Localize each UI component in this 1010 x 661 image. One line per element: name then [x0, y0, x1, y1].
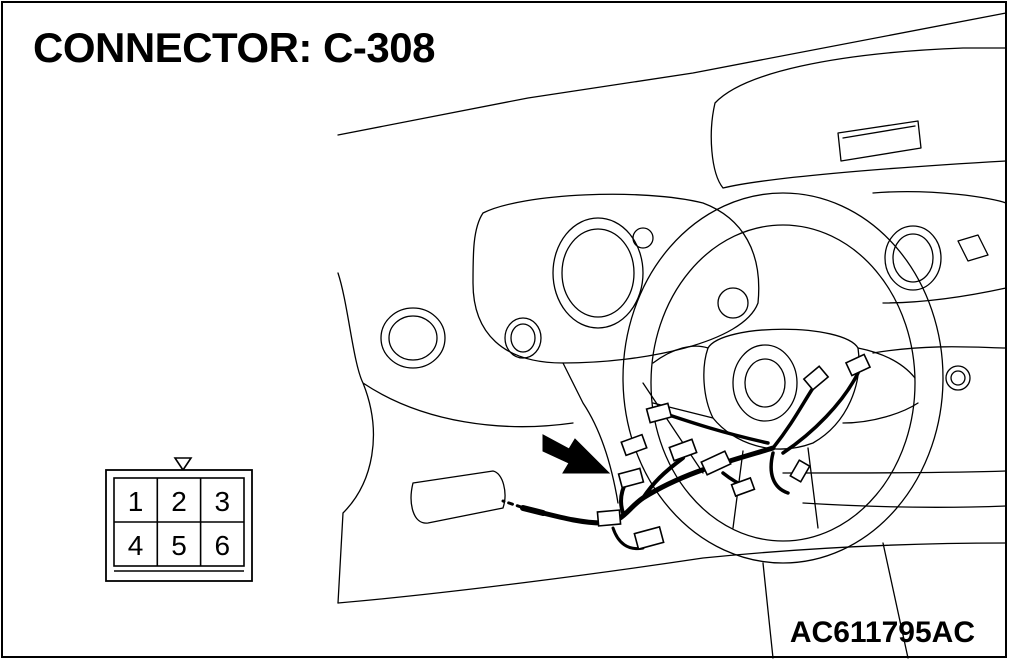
steering-spoke-left	[652, 345, 714, 419]
lock-tab-icon	[173, 457, 193, 472]
instrument-cluster	[472, 193, 760, 364]
harness-branch-5	[781, 371, 860, 455]
pin-1: 1	[128, 486, 144, 517]
harness-connector	[700, 450, 732, 476]
left-gauge	[552, 217, 644, 329]
meter-hood	[710, 47, 1007, 189]
pointer-arrow	[542, 434, 611, 474]
glovebox-left	[410, 470, 506, 524]
connector-face: 1 2 3 4 5 6	[105, 457, 253, 582]
harness-connector	[802, 365, 830, 391]
harness-branch-3	[661, 411, 770, 445]
harness-connector	[668, 438, 698, 462]
harness-connector	[596, 509, 622, 527]
pin-6: 6	[215, 530, 231, 561]
display-window	[837, 120, 922, 162]
small-gauge	[504, 317, 542, 359]
steering-wheel-inner	[650, 224, 916, 542]
pin-2: 2	[171, 486, 187, 517]
harness-connector	[789, 459, 811, 483]
harness-branch-1	[641, 456, 685, 500]
harness-connector	[617, 467, 645, 489]
steering-wheel-outer	[622, 192, 944, 564]
pin-5: 5	[171, 530, 187, 561]
steering-hub	[703, 328, 860, 450]
steering-spoke-right	[842, 347, 919, 424]
pin-4: 4	[128, 530, 144, 561]
harness-connector	[645, 402, 673, 424]
right-gauge	[884, 225, 942, 291]
harness-connector	[730, 476, 756, 498]
lower-sweep	[337, 542, 1007, 604]
figure-code: AC611795AC	[789, 616, 975, 649]
harness-connector	[620, 433, 648, 457]
harness-dashed	[501, 499, 523, 509]
dashboard-top-line	[337, 12, 1007, 136]
dashboard-illustration: 1 2 3 4 5 6	[105, 12, 1007, 659]
harness-connector	[633, 525, 665, 551]
pin-3: 3	[215, 486, 231, 517]
harness-branch-6	[769, 451, 790, 495]
right-knob	[945, 365, 971, 391]
connector-title: CONNECTOR: C-308	[33, 24, 435, 71]
harness-tail	[520, 505, 546, 516]
steering-boss	[732, 344, 798, 422]
left-air-vent	[380, 307, 446, 369]
right-trim	[872, 191, 1007, 354]
dashboard-lower	[337, 272, 574, 604]
column-cover	[562, 362, 704, 504]
harness-connector	[844, 353, 872, 377]
harness-branch-4	[771, 386, 815, 450]
